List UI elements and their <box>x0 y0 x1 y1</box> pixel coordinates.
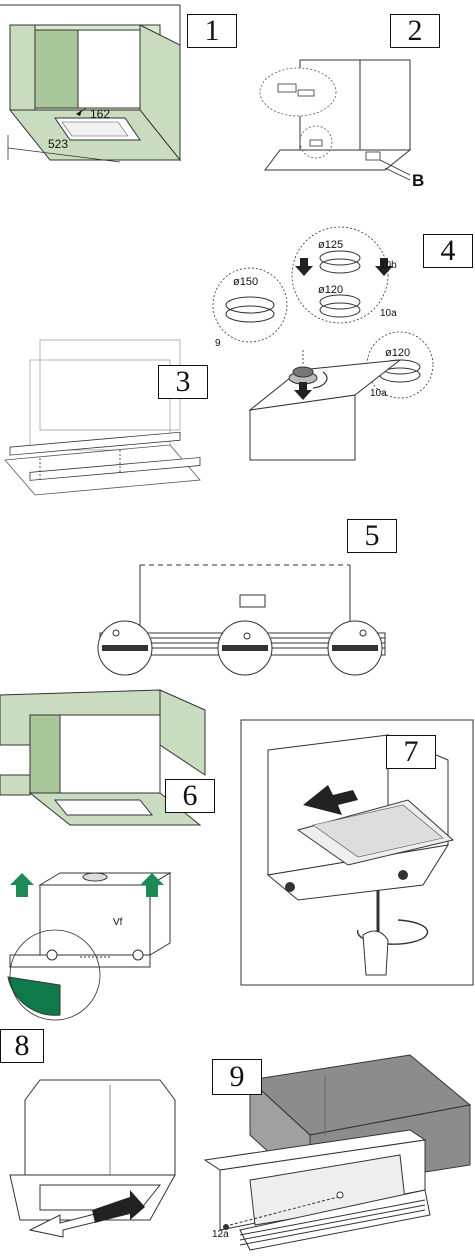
cabinet-rail-illustration <box>4 339 201 496</box>
panel-step-9: 9 12a <box>200 1015 475 1256</box>
cabinet-opening-illustration <box>0 4 182 163</box>
diameter-125-label: ø125 <box>318 239 344 251</box>
ref-label-10b: 10b <box>380 260 397 271</box>
step-number-4: 4 <box>423 234 473 268</box>
panel-step-1: 1 162 523 <box>0 0 240 200</box>
diameter-120-label-right: ø120 <box>385 347 411 359</box>
hood-underside-illustration <box>203 1054 472 1251</box>
step-number-3: 3 <box>158 365 208 399</box>
step-number-5: 5 <box>347 519 397 553</box>
diameter-150-label: ø150 <box>233 276 259 288</box>
depth-dimension-label: 162 <box>90 107 111 121</box>
step-number-8: 8 <box>0 1029 44 1063</box>
bracket-label-b: B <box>412 171 425 190</box>
ref-label-10a-top: 10a <box>380 308 397 319</box>
hood-box-bracket-illustration <box>259 59 412 181</box>
step-number-9: 9 <box>212 1059 262 1095</box>
panel-step-4: 4 ø125 ø150 ø120 ø120 10b 9 10a 10a <box>205 210 475 461</box>
filter-front-illustration <box>9 1079 176 1238</box>
filter-removal-illustration <box>240 719 474 986</box>
panel-step-8: 8 <box>0 1025 200 1256</box>
hood-front-brackets-illustration <box>97 564 386 676</box>
diameter-120-label-top: ø120 <box>318 284 344 296</box>
step-number-2: 2 <box>390 14 440 48</box>
hood-insertion-illustration <box>0 689 206 1021</box>
panel-step-7: 7 <box>238 705 475 990</box>
ref-label-10a-right: 10a <box>370 388 387 399</box>
label-12a: 12a <box>212 1229 229 1240</box>
step-number-6: 6 <box>165 779 215 813</box>
label-vf: Vf <box>113 917 123 928</box>
step-number-1: 1 <box>187 14 237 48</box>
width-dimension-label: 523 <box>48 137 69 151</box>
panel-step-2: 2 B <box>240 0 475 200</box>
step-number-7: 7 <box>386 735 436 769</box>
panel-step-5: 5 <box>0 505 475 685</box>
flange-options-illustration <box>212 226 434 461</box>
ref-label-9: 9 <box>215 338 221 349</box>
panel-step-3: 3 <box>0 339 240 510</box>
panel-step-6: 6 Vf <box>0 685 240 1021</box>
